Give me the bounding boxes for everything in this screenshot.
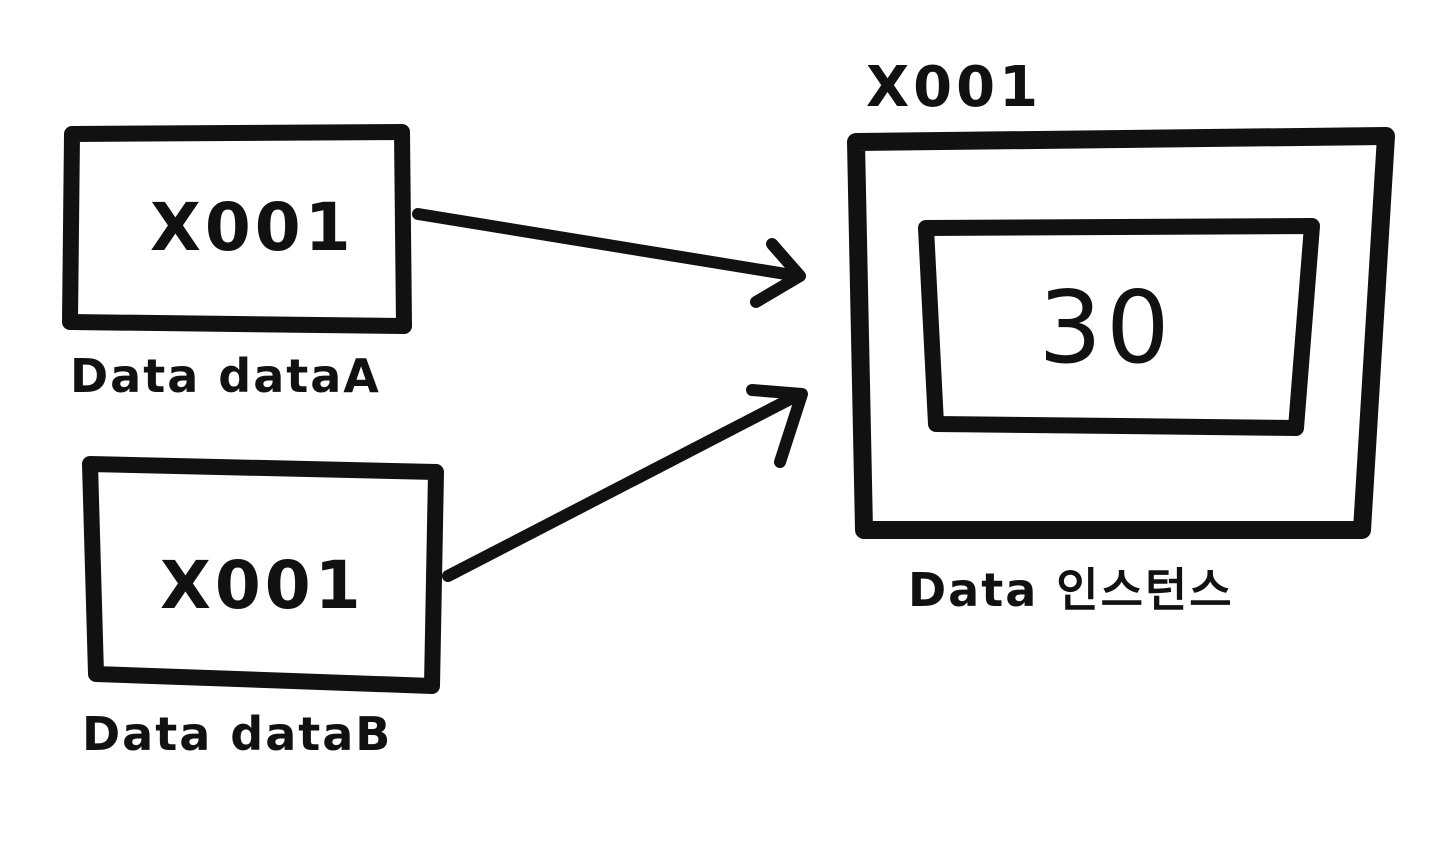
variable-dataA: X001 Data dataA [62, 124, 412, 403]
instance-value: 30 [1038, 269, 1173, 386]
instance-caption: Data 인스턴스 [908, 563, 1234, 617]
variable-dataB-box [82, 456, 444, 694]
variable-dataA-box [62, 124, 412, 334]
instance-value-box [918, 218, 1320, 436]
variable-dataB-ref: X001 [160, 547, 365, 624]
reference-arrow-dataA [412, 208, 806, 308]
variable-dataB: X001 Data dataB [82, 456, 444, 761]
variable-dataB-caption: Data dataB [82, 707, 392, 761]
instance-address: X001 [866, 55, 1042, 120]
data-instance: X001 30 Data 인스턴스 [847, 55, 1395, 617]
arrowhead-icon [746, 384, 808, 468]
reference-arrow-dataB [442, 384, 808, 582]
variable-dataA-caption: Data dataA [70, 349, 381, 403]
variable-dataA-ref: X001 [150, 189, 355, 266]
instance-outer-box [847, 127, 1395, 539]
arrowhead-icon [750, 238, 806, 308]
